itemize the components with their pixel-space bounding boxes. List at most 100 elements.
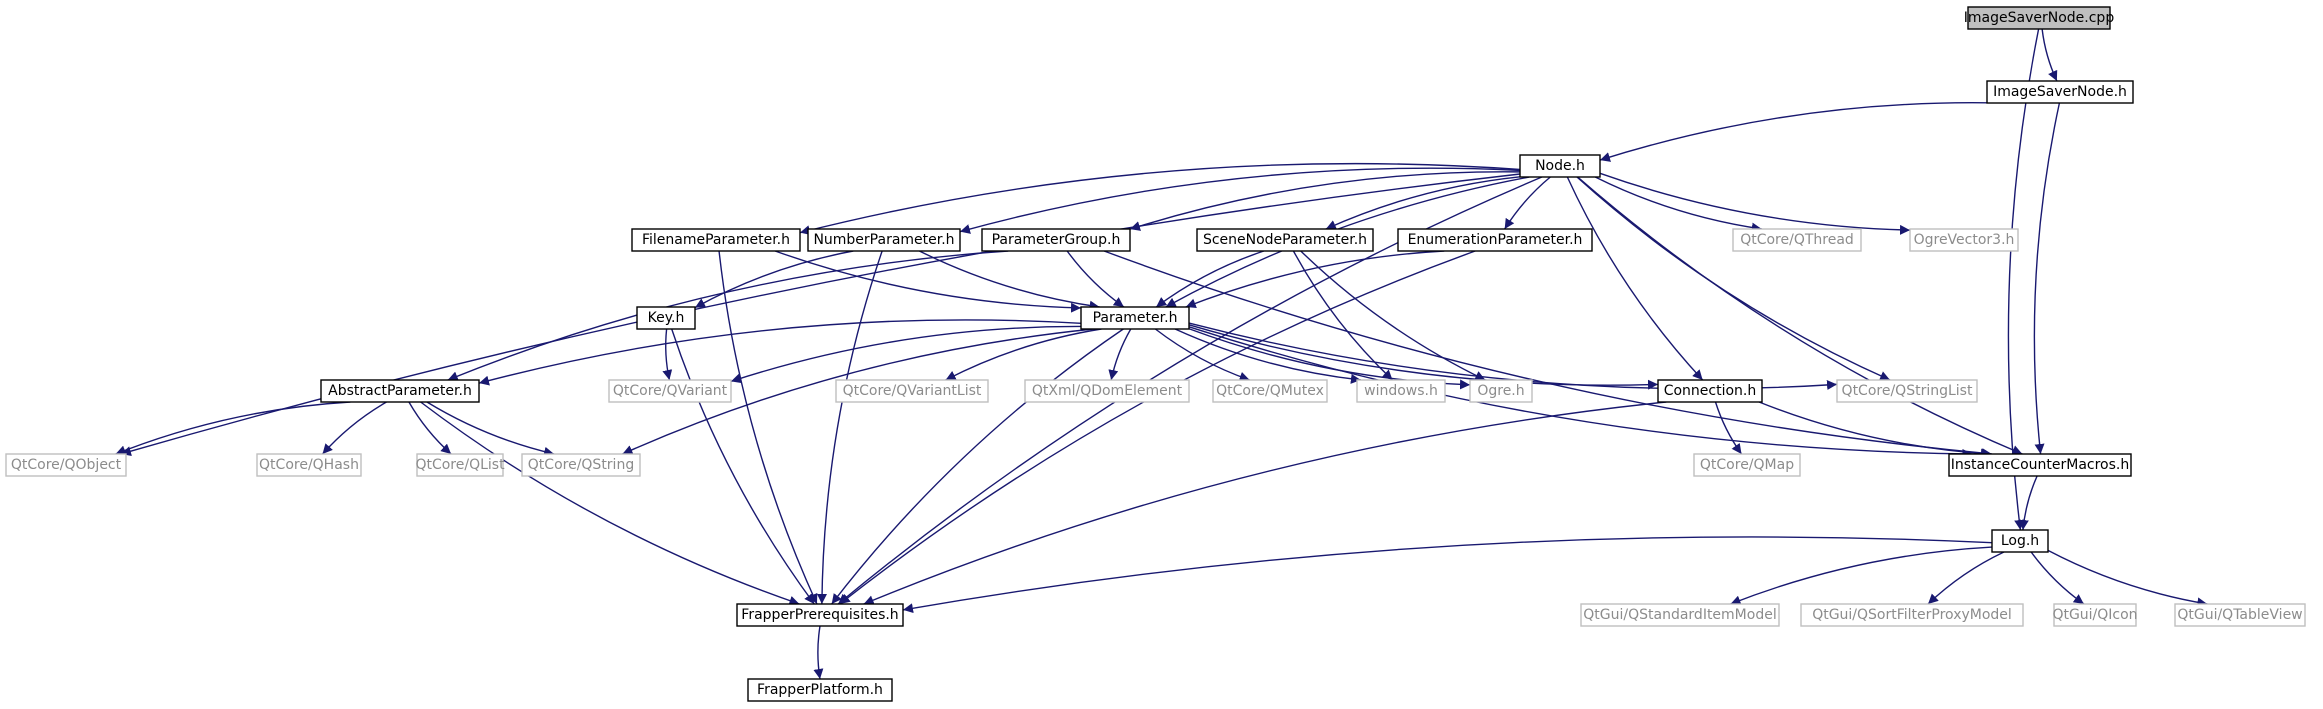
node-label: InstanceCounterMacros.h	[1951, 457, 2129, 473]
node-label: OgreVector3.h	[1914, 232, 2015, 248]
node-qmutex[interactable]: QtCore/QMutex	[1212, 379, 1328, 403]
node-label: AbstractParameter.h	[328, 383, 472, 399]
node-label: QtCore/QString	[528, 457, 634, 473]
node-box	[1196, 228, 1374, 252]
edge-imagesavernode-cpp-to-imagesavernode-h	[2041, 28, 2058, 82]
edge-filenameparameter-h-to-frapperprerequisites-h	[718, 250, 818, 605]
node-qstringlist[interactable]: QtCore/QStringList	[1836, 379, 1978, 403]
edge-connection-h-to-instancecountermacros-h	[1758, 401, 1991, 459]
node-box	[636, 306, 696, 330]
edge-scenenodeparameter-h-to-windows-h	[1292, 250, 1394, 381]
edge-instancecountermacros-h-to-log-h	[2018, 475, 2038, 531]
node-box	[416, 453, 504, 477]
node-enumerationparameter-h[interactable]: EnumerationParameter.h	[1397, 228, 1593, 252]
node-qvariant[interactable]: QtCore/QVariant	[608, 379, 732, 403]
node-label: ImageSaverNode.h	[1993, 84, 2127, 100]
node-connection-h[interactable]: Connection.h	[1657, 379, 1763, 403]
node-box	[2053, 603, 2137, 627]
node-qvariantlist[interactable]: QtCore/QVariantList	[835, 379, 989, 403]
edge-key-h-to-frapperprerequisites-h	[671, 328, 815, 605]
node-box	[1212, 379, 1328, 403]
node-instancecountermacros-h[interactable]: InstanceCounterMacros.h	[1948, 453, 2132, 477]
edge-log-h-to-qstandarditemmodel	[1730, 546, 1993, 606]
node-label: ImageSaverNode.cpp	[1964, 10, 2115, 26]
node-qthread[interactable]: QtCore/QThread	[1732, 228, 1862, 252]
edge-node-h-to-parameter-h	[1165, 176, 1530, 308]
edge-scenenodeparameter-h-to-parameter-h	[1155, 250, 1265, 308]
edge-log-h-to-qicon	[2030, 551, 2085, 605]
edge-log-h-to-qsortfilterproxymodel	[1927, 551, 2005, 605]
node-box	[981, 228, 1131, 252]
edge-key-h-to-qvariant	[662, 328, 673, 381]
node-box	[1836, 379, 1978, 403]
edge-node-h-to-numberparameter-h	[959, 167, 1521, 234]
node-scenenodeparameter-h[interactable]: SceneNodeParameter.h	[1196, 228, 1374, 252]
node-label: FrapperPlatform.h	[757, 682, 883, 698]
edge-imagesavernode-h-to-node-h	[1599, 102, 1988, 162]
edge-frapperprerequisites-h-to-frapperplatform-h	[813, 625, 824, 680]
edge-parameter-h-to-frapperprerequisites-h	[831, 328, 1124, 605]
edge-parametergroup-h-to-parameter-h	[1066, 250, 1125, 308]
node-qlist[interactable]: QtCore/QList	[415, 453, 505, 477]
dependency-nodes: ImageSaverNode.cppImageSaverNode.hNode.h…	[5, 6, 2306, 702]
node-filenameparameter-h[interactable]: FilenameParameter.h	[631, 228, 801, 252]
node-abstractparameter-h[interactable]: AbstractParameter.h	[320, 379, 480, 403]
node-qtableview[interactable]: QtGui/QTableView	[2174, 603, 2306, 627]
edge-node-h-to-instancecountermacros-h	[1577, 176, 2023, 455]
node-ogrevector3-h[interactable]: OgreVector3.h	[1909, 228, 2019, 252]
edge-abstractparameter-h-to-qlist	[408, 401, 452, 455]
node-windows-h[interactable]: windows.h	[1356, 379, 1446, 403]
node-box	[1991, 529, 2049, 553]
node-qdomelement[interactable]: QtXml/QDomElement	[1024, 379, 1190, 403]
node-key-h[interactable]: Key.h	[636, 306, 696, 330]
node-box	[631, 228, 801, 252]
node-ogre-h[interactable]: Ogre.h	[1469, 379, 1533, 403]
edge-log-h-to-frapperprerequisites-h	[902, 536, 1993, 614]
node-label: Key.h	[648, 310, 685, 326]
node-label: FrapperPrerequisites.h	[741, 607, 898, 623]
edge-node-h-to-filenameparameter-h	[799, 162, 1521, 236]
edge-scenenodeparameter-h-to-ogre-h	[1300, 250, 1486, 381]
node-qsortfilterproxymodel[interactable]: QtGui/QSortFilterProxyModel	[1800, 603, 2024, 627]
node-label: QtCore/QMutex	[1216, 383, 1324, 399]
node-box	[1657, 379, 1763, 403]
node-qstring[interactable]: QtCore/QString	[521, 453, 641, 477]
node-qmap[interactable]: QtCore/QMap	[1693, 453, 1801, 477]
node-imagesavernode-h[interactable]: ImageSaverNode.h	[1986, 80, 2134, 104]
node-label: NumberParameter.h	[813, 232, 954, 248]
edge-parameter-h-to-qvariant	[730, 325, 1082, 384]
edge-parameter-h-to-connection-h	[1188, 324, 1659, 390]
node-box	[1024, 379, 1190, 403]
node-label: Node.h	[1535, 158, 1585, 174]
node-node-h[interactable]: Node.h	[1519, 154, 1601, 178]
node-label: QtCore/QVariantList	[843, 383, 982, 399]
node-box	[807, 228, 961, 252]
edge-node-h-to-scenenodeparameter-h	[1325, 176, 1521, 230]
node-qhash[interactable]: QtCore/QHash	[256, 453, 362, 477]
node-parametergroup-h[interactable]: ParameterGroup.h	[981, 228, 1131, 252]
node-label: QtGui/QTableView	[2177, 607, 2302, 623]
node-qstandarditemmodel[interactable]: QtGui/QStandardItemModel	[1580, 603, 1780, 627]
node-parameter-h[interactable]: Parameter.h	[1080, 306, 1190, 330]
node-qicon[interactable]: QtGui/QIcon	[2052, 603, 2138, 627]
node-box	[1909, 228, 2019, 252]
edge-parameter-h-to-windows-h	[1174, 328, 1361, 384]
edge-abstractparameter-h-to-qhash	[322, 401, 387, 455]
edge-node-h-to-frapperprerequisites-h	[837, 176, 1543, 605]
node-frapperprerequisites-h[interactable]: FrapperPrerequisites.h	[736, 603, 904, 627]
edge-abstractparameter-h-to-qobject	[115, 401, 351, 455]
node-frapperplatform-h[interactable]: FrapperPlatform.h	[747, 678, 893, 702]
node-box	[320, 379, 480, 403]
node-box	[1580, 603, 1780, 627]
node-box	[1986, 80, 2134, 104]
edge-parameter-h-to-qvariantlist	[945, 328, 1102, 381]
node-box	[2174, 603, 2306, 627]
node-box	[1397, 228, 1593, 252]
node-box	[256, 453, 362, 477]
edge-log-h-to-qtableview	[2047, 549, 2208, 608]
node-numberparameter-h[interactable]: NumberParameter.h	[807, 228, 961, 252]
node-qobject[interactable]: QtCore/QObject	[5, 453, 127, 477]
node-label: QtCore/QHash	[259, 457, 359, 473]
node-log-h[interactable]: Log.h	[1991, 529, 2049, 553]
node-imagesavernode-cpp: ImageSaverNode.cpp	[1964, 6, 2115, 30]
